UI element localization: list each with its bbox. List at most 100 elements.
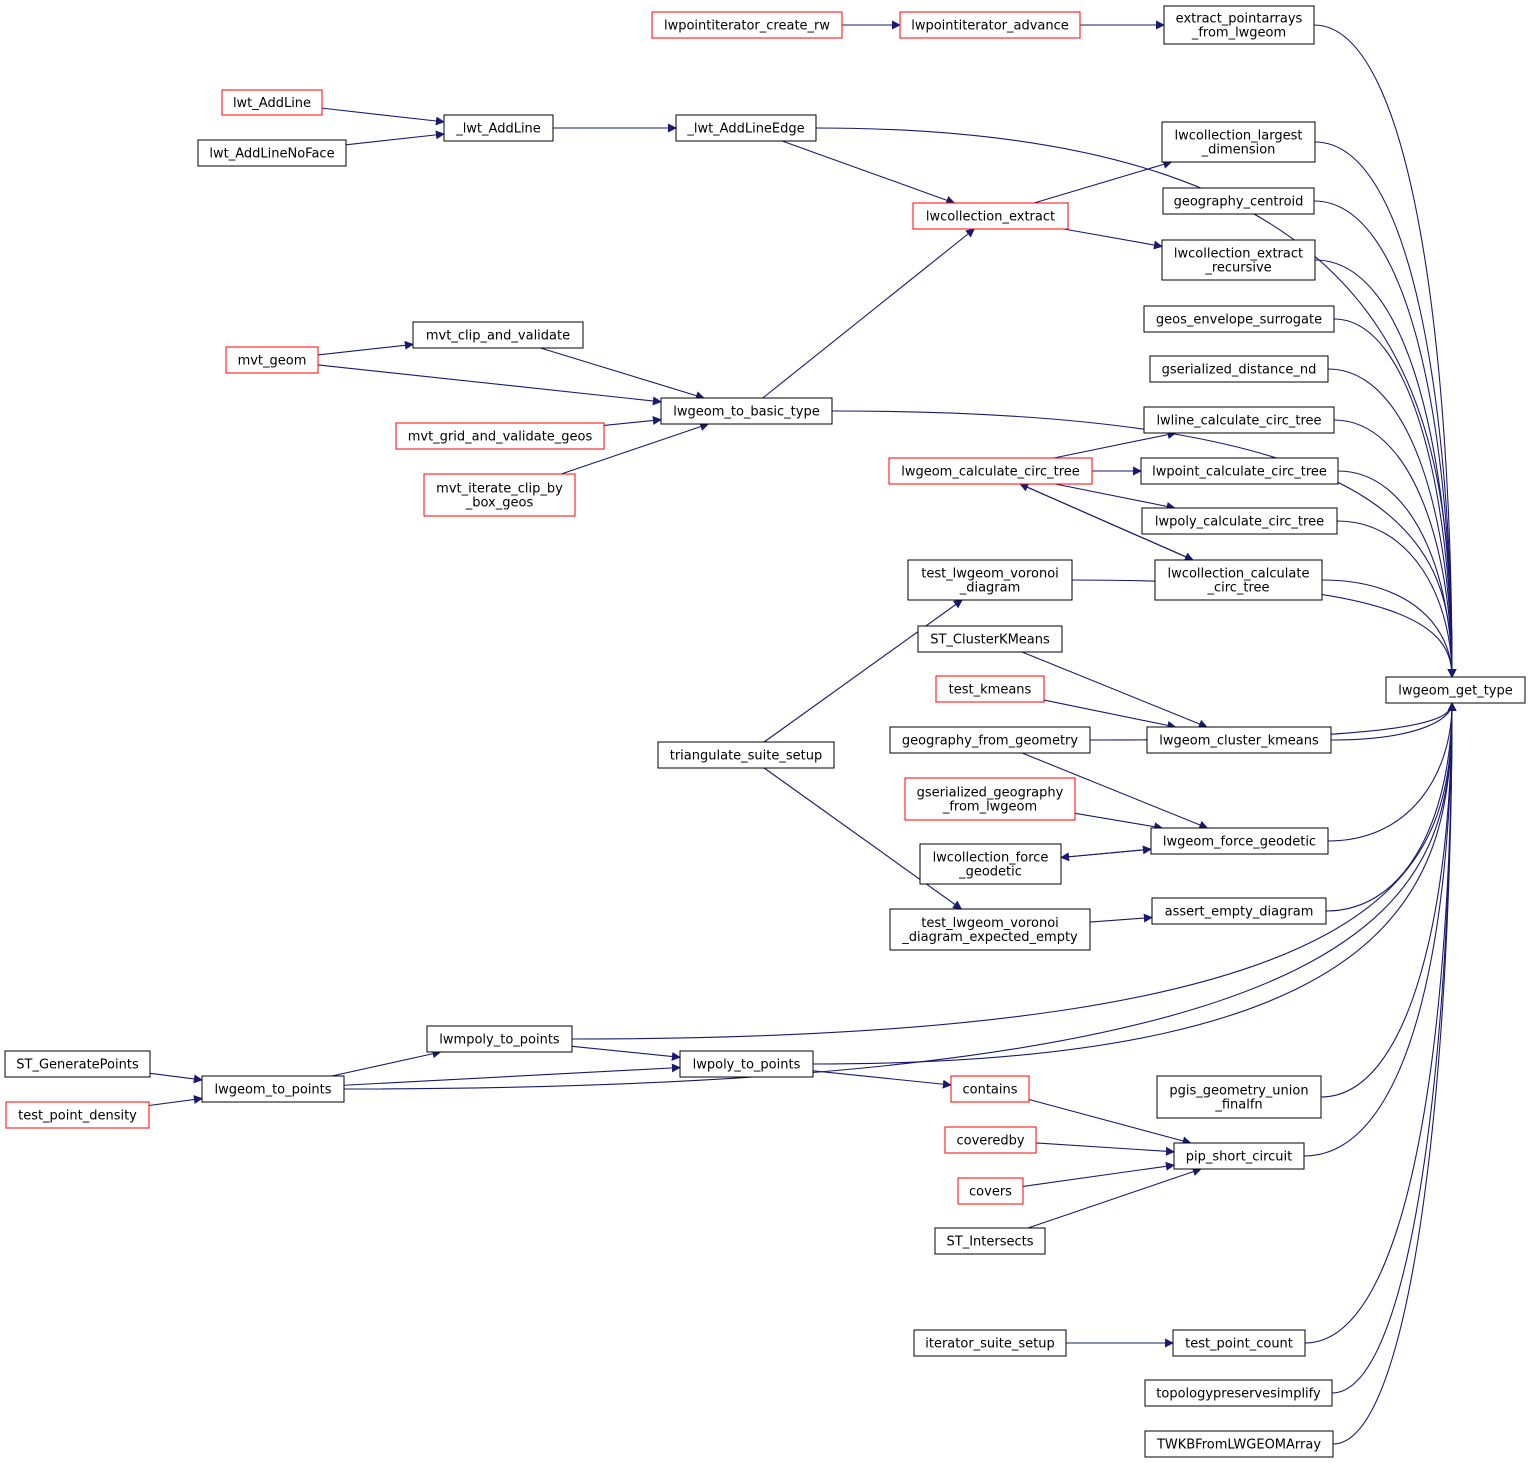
node-box-lwpoint_calculate_circ_tree (1140, 457, 1339, 485)
edge-lwgeom_to_points-to-lwpoly_to_points (343, 1063, 681, 1086)
node-covers[interactable]: covers (957, 1177, 1024, 1205)
node-TWKBFromLWGEOMArray[interactable]: TWKBFromLWGEOMArray (1144, 1430, 1334, 1458)
node-label-test_point_count-0: test_point_count (1185, 1337, 1293, 1352)
edge-triangulate_suite_setup-to-test_lwgeom_voronoi_diagram (763, 599, 963, 743)
node-lwcollection_largest_dimension[interactable]: lwcollection_largest_dimension (1161, 121, 1316, 163)
node-box-lwpointiterator_create_rw (651, 11, 843, 39)
node-label-lwcollection_force_geodetic-0: lwcollection_force (933, 851, 1049, 866)
node-contains[interactable]: contains (950, 1075, 1030, 1103)
node-lwt_AddLine[interactable]: lwt_AddLine (221, 89, 323, 116)
node-label-test_lwgeom_voronoi_diagram_expected_empty-0: test_lwgeom_voronoi (921, 916, 1059, 931)
node-lwpoly_to_points[interactable]: lwpoly_to_points (679, 1050, 814, 1078)
edge-contains-to-pip_short_circuit (1028, 1098, 1192, 1146)
edge-lwcollection_force_geodetic-to-lwgeom_force_geodetic (1060, 845, 1152, 859)
node-test_point_count[interactable]: test_point_count (1172, 1329, 1306, 1357)
node-gserialized_geography_from_lwgeom[interactable]: gserialized_geography_from_lwgeom (904, 777, 1076, 821)
node-box-test_point_count (1172, 1329, 1306, 1357)
node-label-topologypreservesimplify-0: topologypreservesimplify (1156, 1387, 1321, 1402)
node-box-lwcollection_force_geodetic (919, 843, 1062, 885)
edge-test_lwgeom_voronoi_diagram_expected_empty-to-assert_empty_diagram (1089, 913, 1153, 923)
node-label-lwcollection_extract_recursive-1: _recursive (1204, 261, 1271, 276)
node-iterator_suite_setup[interactable]: iterator_suite_setup (913, 1329, 1067, 1357)
node-lwpoint_calculate_circ_tree[interactable]: lwpoint_calculate_circ_tree (1140, 457, 1339, 485)
node-box-lwmpoly_to_points (426, 1025, 573, 1053)
node-test_lwgeom_voronoi_diagram_expected_empty[interactable]: test_lwgeom_voronoi_diagram_expected_emp… (889, 908, 1091, 951)
node-topologypreservesimplify[interactable]: topologypreservesimplify (1144, 1379, 1333, 1407)
node-test_point_density[interactable]: test_point_density (5, 1101, 150, 1129)
node-lwcollection_force_geodetic[interactable]: lwcollection_force_geodetic (919, 843, 1062, 885)
node-ST_ClusterKMeans[interactable]: ST_ClusterKMeans (917, 625, 1063, 653)
node-lwpointiterator_advance[interactable]: lwpointiterator_advance (899, 11, 1081, 39)
node-label-lwgeom_cluster_kmeans-0: lwgeom_cluster_kmeans (1159, 734, 1319, 749)
node-label-_lwt_AddLineEdge-0: _lwt_AddLineEdge (686, 122, 804, 137)
node-geography_from_geometry[interactable]: geography_from_geometry (889, 726, 1091, 754)
node-label-lwpointiterator_create_rw-0: lwpointiterator_create_rw (664, 19, 830, 34)
node-box-lwcollection_extract_recursive (1161, 239, 1316, 281)
node-mvt_geom[interactable]: mvt_geom (225, 346, 319, 374)
node-_lwt_AddLine[interactable]: _lwt_AddLine (443, 114, 554, 142)
node-mvt_grid_and_validate_geos[interactable]: mvt_grid_and_validate_geos (395, 422, 605, 450)
edge-extract_pointarrays_from_lwgeom-to-lwgeom_get_type (1313, 24, 1457, 678)
node-lwpoly_calculate_circ_tree[interactable]: lwpoly_calculate_circ_tree (1141, 507, 1338, 535)
node-pip_short_circuit[interactable]: pip_short_circuit (1173, 1142, 1305, 1170)
node-box-ST_ClusterKMeans (917, 625, 1063, 653)
node-test_lwgeom_voronoi_diagram[interactable]: test_lwgeom_voronoi_diagram (907, 559, 1073, 601)
node-geos_envelope_surrogate[interactable]: geos_envelope_surrogate (1143, 305, 1335, 333)
node-geography_centroid[interactable]: geography_centroid (1162, 187, 1315, 215)
node-label-lwgeom_get_type-0: lwgeom_get_type (1398, 684, 1513, 699)
node-box-geography_from_geometry (889, 726, 1091, 754)
edge-lwcollection_extract-to-lwcollection_extract_recursive (1063, 228, 1163, 250)
node-lwgeom_calculate_circ_tree[interactable]: lwgeom_calculate_circ_tree (888, 457, 1093, 485)
node-box-lwgeom_force_geodetic (1150, 827, 1329, 855)
node-box-lwcollection_calculate_circ_tree (1154, 559, 1323, 601)
node-lwgeom_to_basic_type[interactable]: lwgeom_to_basic_type (660, 397, 833, 425)
edge-coveredby-to-pip_short_circuit (1035, 1142, 1175, 1156)
edge-test_point_density-to-lwgeom_to_points (148, 1095, 203, 1107)
node-ST_GeneratePoints[interactable]: ST_GeneratePoints (4, 1050, 151, 1078)
node-mvt_iterate_clip_by_box_geos[interactable]: mvt_iterate_clip_by_box_geos (423, 473, 576, 517)
edge-gserialized_distance_nd-to-lwgeom_get_type (1327, 368, 1457, 678)
node-label-lwpoly_calculate_circ_tree-0: lwpoly_calculate_circ_tree (1155, 515, 1324, 530)
node-box-lwgeom_to_basic_type (660, 397, 833, 425)
node-extract_pointarrays_from_lwgeom[interactable]: extract_pointarrays_from_lwgeom (1163, 5, 1315, 45)
edge-lwcollection_extract-to-lwcollection_largest_dimension (1033, 160, 1173, 204)
node-lwline_calculate_circ_tree[interactable]: lwline_calculate_circ_tree (1143, 406, 1335, 434)
node-label-iterator_suite_setup-0: iterator_suite_setup (925, 1337, 1055, 1352)
node-assert_empty_diagram[interactable]: assert_empty_diagram (1151, 897, 1327, 925)
node-lwmpoly_to_points[interactable]: lwmpoly_to_points (426, 1025, 573, 1053)
node-lwcollection_extract_recursive[interactable]: lwcollection_extract_recursive (1161, 239, 1316, 281)
node-label-gserialized_geography_from_lwgeom-0: gserialized_geography (917, 786, 1064, 801)
node-label-lwcollection_force_geodetic-1: _geodetic (958, 865, 1022, 880)
node-triangulate_suite_setup[interactable]: triangulate_suite_setup (657, 741, 835, 769)
node-lwpointiterator_create_rw[interactable]: lwpointiterator_create_rw (651, 11, 843, 39)
node-gserialized_distance_nd[interactable]: gserialized_distance_nd (1149, 355, 1329, 383)
node-label-lwt_AddLine-0: lwt_AddLine (233, 96, 311, 111)
node-lwgeom_force_geodetic[interactable]: lwgeom_force_geodetic (1150, 827, 1329, 855)
node-label-ST_ClusterKMeans-0: ST_ClusterKMeans (930, 633, 1050, 648)
node-coveredby[interactable]: coveredby (944, 1126, 1037, 1154)
node-label-extract_pointarrays_from_lwgeom-0: extract_pointarrays (1176, 12, 1303, 27)
node-label-test_lwgeom_voronoi_diagram_expected_empty-1: _diagram_expected_empty (901, 930, 1078, 945)
node-lwgeom_cluster_kmeans[interactable]: lwgeom_cluster_kmeans (1146, 726, 1332, 754)
node-lwgeom_get_type[interactable]: lwgeom_get_type (1385, 676, 1526, 704)
node-box-mvt_iterate_clip_by_box_geos (423, 473, 576, 517)
node-box-extract_pointarrays_from_lwgeom (1163, 5, 1315, 45)
node-lwgeom_to_points[interactable]: lwgeom_to_points (201, 1075, 345, 1103)
node-mvt_clip_and_validate[interactable]: mvt_clip_and_validate (412, 321, 584, 349)
node-box-_lwt_AddLineEdge (675, 114, 817, 142)
node-_lwt_AddLineEdge[interactable]: _lwt_AddLineEdge (675, 114, 817, 142)
node-box-test_lwgeom_voronoi_diagram_expected_empty (889, 908, 1091, 951)
node-lwt_AddLineNoFace[interactable]: lwt_AddLineNoFace (197, 139, 347, 167)
node-label-lwgeom_to_basic_type-0: lwgeom_to_basic_type (673, 405, 819, 420)
node-label-coveredby-0: coveredby (956, 1134, 1024, 1149)
node-pgis_geometry_union_finalfn[interactable]: pgis_geometry_union_finalfn (1156, 1075, 1322, 1119)
node-test_kmeans[interactable]: test_kmeans (935, 675, 1045, 703)
node-box-geos_envelope_surrogate (1143, 305, 1335, 333)
edge-lwpoly_to_points-to-contains (812, 1070, 952, 1089)
node-label-lwcollection_calculate_circ_tree-1: _circ_tree (1206, 581, 1269, 596)
node-label-pgis_geometry_union_finalfn-1: _finalfn (1214, 1098, 1262, 1113)
node-ST_Intersects[interactable]: ST_Intersects (934, 1227, 1046, 1255)
node-lwcollection_extract[interactable]: lwcollection_extract (912, 202, 1069, 230)
node-lwcollection_calculate_circ_tree[interactable]: lwcollection_calculate_circ_tree (1154, 559, 1323, 601)
